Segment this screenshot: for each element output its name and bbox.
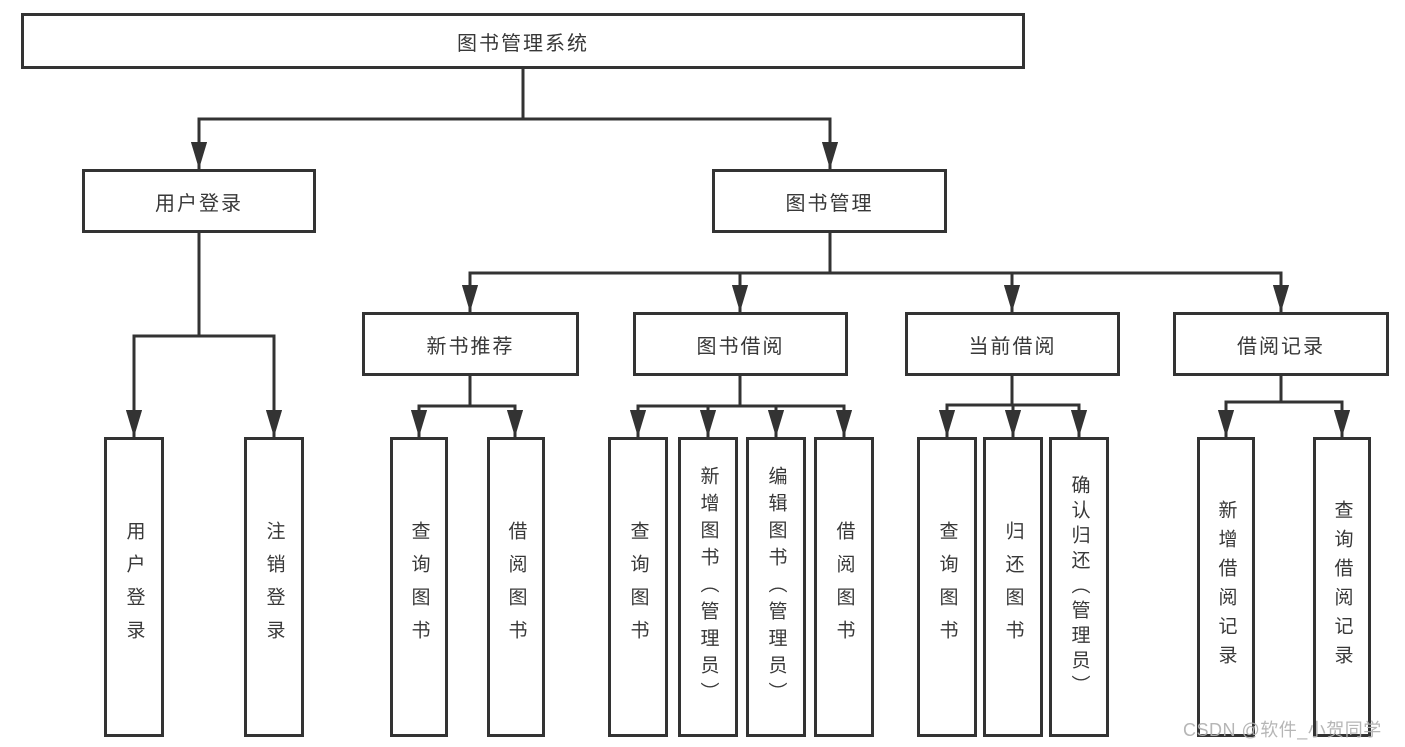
leaf-add-borrowing-record: 新增借阅记录 [1197,437,1255,737]
node-book-borrowing: 图书借阅 [633,312,848,376]
leaf-confirm-return-admin: 确认归还（管理员） [1049,437,1109,737]
leaf-borrow-books-recommend: 借阅图书 [487,437,545,737]
leaf-user-login: 用户登录 [104,437,164,737]
node-new-book-recommendation: 新书推荐 [362,312,579,376]
node-current-borrowing: 当前借阅 [905,312,1120,376]
leaf-query-borrowing-record: 查询借阅记录 [1313,437,1371,737]
leaf-edit-books-admin: 编辑图书（管理员） [746,437,806,737]
arrow-connectors [125,119,1351,437]
leaf-logout: 注销登录 [244,437,304,737]
tree-branch-lines [132,67,1344,408]
node-book-management: 图书管理 [712,169,947,233]
leaf-query-books-borrowing: 查询图书 [608,437,668,737]
leaf-query-books-recommend: 查询图书 [390,437,448,737]
node-borrowing-records: 借阅记录 [1173,312,1389,376]
leaf-borrow-books-borrowing: 借阅图书 [814,437,874,737]
leaf-query-books-current: 查询图书 [917,437,977,737]
leaf-add-books-admin: 新增图书（管理员） [678,437,738,737]
node-library-management-system: 图书管理系统 [21,13,1025,69]
leaf-return-books: 归还图书 [983,437,1043,737]
csdn-watermark: CSDN @软件_小贺同学 [1183,720,1382,740]
node-user-login: 用户登录 [82,169,316,233]
